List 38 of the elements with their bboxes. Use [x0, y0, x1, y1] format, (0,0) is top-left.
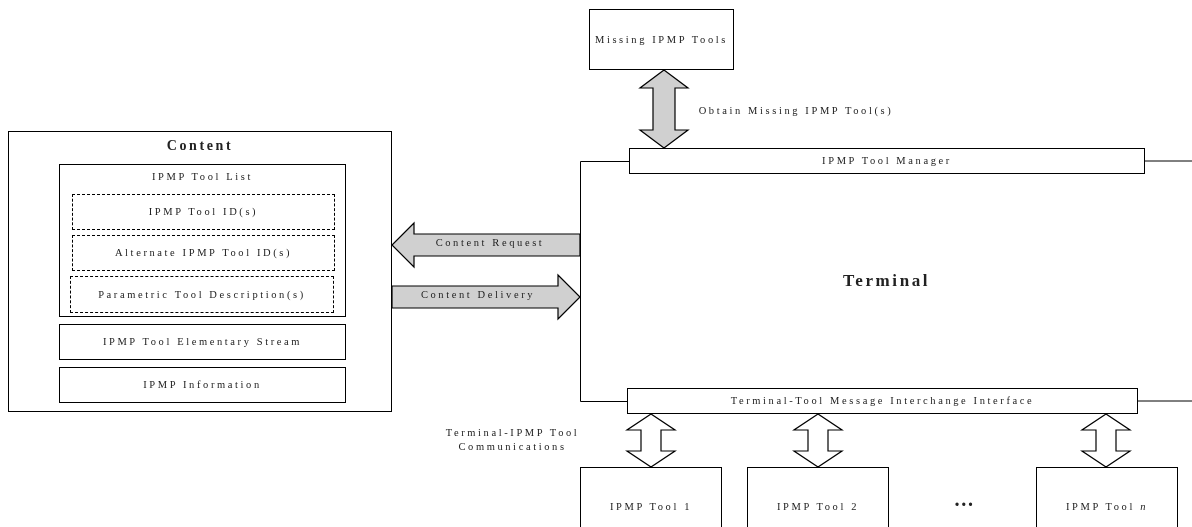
container-box — [59, 164, 346, 317]
process-box — [1036, 467, 1178, 527]
edge-label: Obtain Missing IPMP Tool(s) — [697, 104, 895, 118]
box-label: IPMP Tool 1 — [608, 500, 694, 514]
box-title: IPMP Tool List — [151, 170, 254, 184]
edge-label: Content Delivery — [419, 288, 537, 302]
box-label: Alternate IPMP Tool ID(s) — [113, 246, 294, 260]
annotation-text: Terminal-IPMP Tool Communications — [444, 426, 581, 454]
block-arrow — [391, 273, 581, 321]
box-label: IPMP Tool n — [1064, 500, 1150, 514]
dashed-box — [72, 235, 335, 271]
process-box — [580, 467, 722, 527]
container-box — [8, 131, 392, 412]
box-label: IPMP Tool 2 — [775, 500, 861, 514]
box-label: Missing IPMP Tools — [594, 32, 729, 47]
process-box — [59, 324, 346, 360]
process-box — [747, 467, 889, 527]
block-arrow — [391, 221, 581, 269]
box-label: Parametric Tool Description(s) — [97, 287, 307, 302]
box-label: IPMP Information — [142, 378, 263, 392]
process-box — [59, 367, 346, 403]
box-label: IPMP Tool ID(s) — [147, 205, 260, 219]
interface-bar — [629, 148, 1145, 174]
block-arrow — [625, 413, 677, 468]
terminal-title: Terminal — [841, 269, 932, 292]
edge-label: Content Request — [434, 236, 546, 250]
block-arrow — [638, 69, 690, 149]
ellipsis: … — [952, 487, 978, 512]
box-label: Terminal-Tool Message Interchange Interface — [729, 394, 1036, 408]
box-title: Content — [165, 137, 235, 155]
dashed-box — [70, 276, 334, 313]
process-box — [589, 9, 734, 70]
interface-bar — [627, 388, 1138, 414]
block-arrow — [792, 413, 844, 468]
block-arrow — [1080, 413, 1132, 468]
box-label: IPMP Tool Elementary Stream — [101, 335, 304, 349]
dashed-box — [72, 194, 335, 230]
box-label: IPMP Tool Manager — [821, 154, 953, 168]
